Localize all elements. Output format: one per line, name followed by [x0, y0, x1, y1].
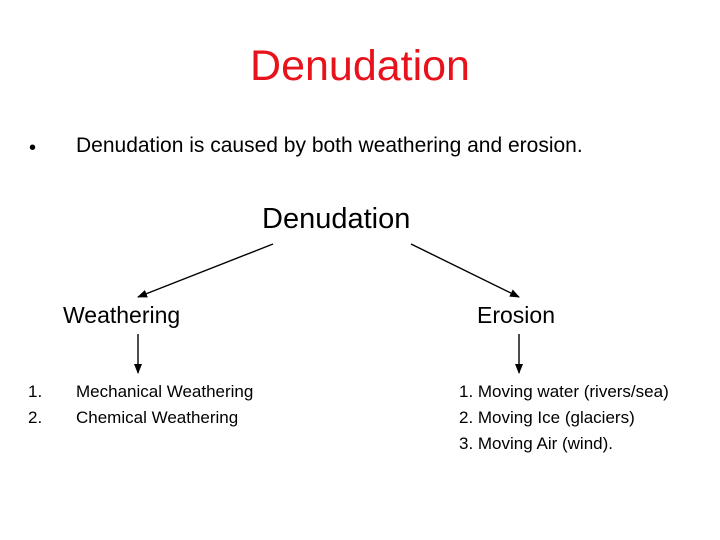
weathering-item-mechanical: Mechanical Weathering	[76, 382, 254, 401]
weathering-item-number: 2.	[28, 408, 43, 427]
bullet-marker: •	[29, 137, 37, 159]
slide-title: Denudation	[250, 42, 470, 90]
erosion-item-ice: 2. Moving Ice (glaciers)	[459, 408, 635, 427]
erosion-item-water: 1. Moving water (rivers/sea)	[459, 382, 669, 401]
node-erosion: Erosion	[477, 302, 555, 328]
bullet-text: Denudation is caused by both weathering …	[76, 134, 583, 157]
weathering-item-chemical: Chemical Weathering	[76, 408, 239, 427]
erosion-item-air: 3. Moving Air (wind).	[459, 434, 613, 453]
arrow-root-to-weathering	[137, 243, 274, 298]
arrow-root-to-erosion	[410, 243, 520, 298]
weathering-item-number: 1.	[28, 382, 43, 401]
node-weathering: Weathering	[63, 302, 181, 328]
node-denudation: Denudation	[262, 203, 411, 235]
